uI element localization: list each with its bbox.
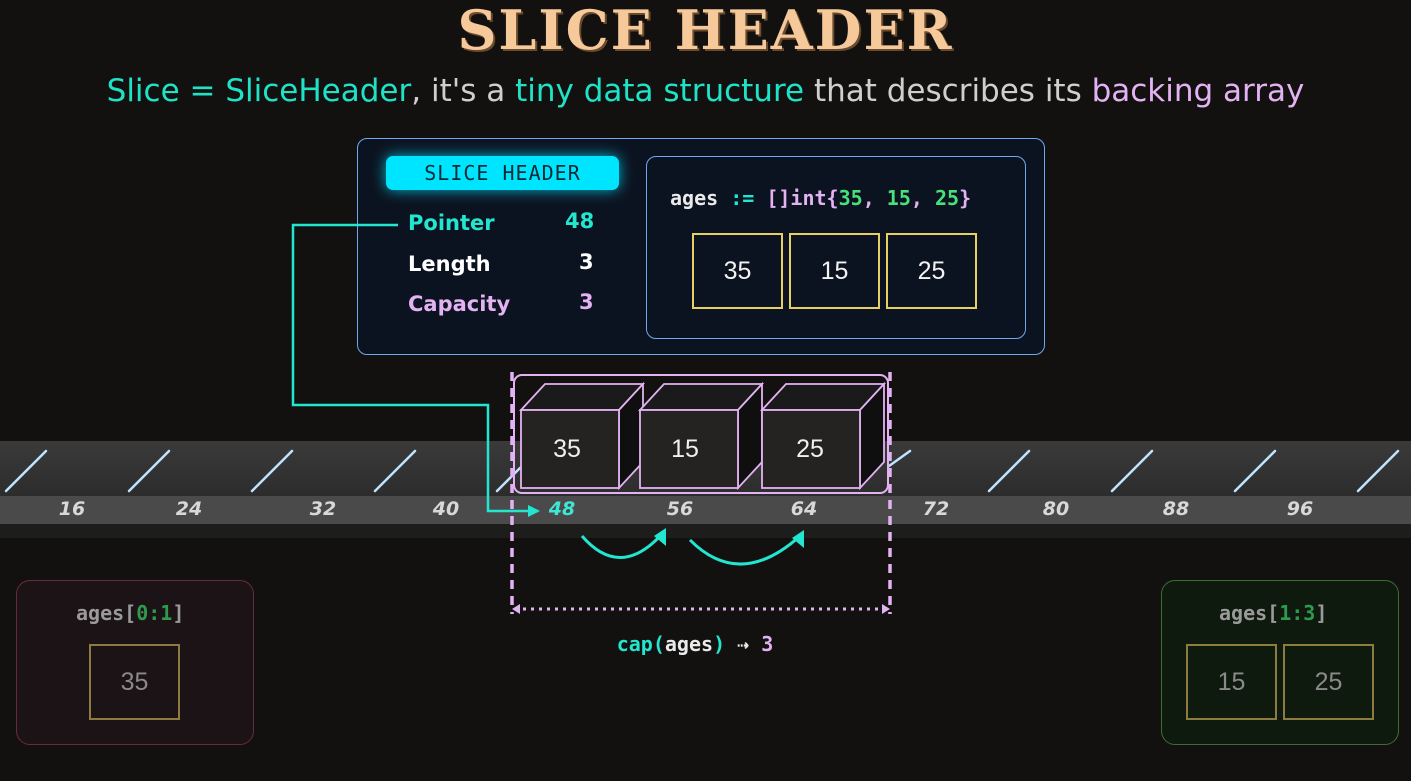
- step-arrow-1: [580, 532, 664, 559]
- subslice-right-open: [: [1267, 601, 1280, 625]
- pointer-value: 48: [565, 209, 595, 233]
- length-label: Length: [408, 252, 491, 276]
- subtitle-backing-array: backing array: [1091, 73, 1305, 109]
- step-arrow-2: [688, 534, 802, 566]
- subtitle-text-1: , it's a: [411, 73, 516, 109]
- memory-address: 56: [666, 498, 694, 520]
- subtitle: Slice = SliceHeader, it's a tiny data st…: [0, 70, 1411, 112]
- subslice-left-range: 0:1: [136, 601, 173, 625]
- subslice-right-title: ages[1:3]: [1219, 601, 1327, 625]
- memory-shadow: [0, 524, 1411, 538]
- memory-address: 96: [1286, 498, 1314, 520]
- memory-address-strip: [0, 496, 1411, 524]
- subslice-right-close: ]: [1315, 601, 1328, 625]
- memory-address: 16: [58, 498, 86, 520]
- subslice-left-name: ages: [76, 601, 125, 625]
- array-cell: 25: [886, 233, 977, 309]
- subslice-card-right: [1161, 580, 1399, 745]
- code-sep-1: ,: [862, 186, 887, 210]
- array-cell: 15: [789, 233, 880, 309]
- subslice-left-title: ages[0:1]: [76, 601, 184, 625]
- cap-fn: cap(: [616, 632, 665, 656]
- slice-header-badge: SLICE HEADER: [386, 156, 619, 190]
- code-value-2: 15: [886, 186, 911, 210]
- cap-arrow: ⇢: [725, 632, 762, 656]
- code-assign-op: :=: [718, 186, 767, 210]
- memory-box-value: 25: [796, 435, 824, 463]
- capacity-arrow-left: [512, 604, 520, 614]
- subslice-right-range: 1:3: [1279, 601, 1316, 625]
- cap-value: 3: [761, 632, 774, 656]
- subslice-card-left: [16, 580, 254, 745]
- slash-mark: [1110, 449, 1154, 493]
- subslice-left-cell: 35: [89, 644, 180, 720]
- code-value-1: 35: [838, 186, 863, 210]
- pointer-arrowhead: [528, 505, 540, 517]
- slash-mark: [373, 449, 417, 493]
- memory-slashes: [4, 449, 1400, 493]
- slash-mark: [250, 449, 294, 493]
- code-declaration: ages := []int{35, 15, 25}: [670, 186, 971, 210]
- memory-address: 80: [1042, 498, 1070, 520]
- subslice-left-close: ]: [172, 601, 185, 625]
- capacity-region: [510, 372, 892, 614]
- page-title: SLICE HEADER: [457, 0, 954, 62]
- memory-address: 40: [432, 498, 460, 520]
- subslice-right-name: ages: [1219, 601, 1268, 625]
- code-type: []int{: [766, 186, 839, 210]
- subtitle-tiny-data-structure: tiny data structure: [515, 73, 805, 109]
- subslice-right-cell: 25: [1283, 644, 1374, 720]
- memory-box-25: [759, 381, 887, 491]
- capacity-value: 3: [579, 290, 594, 314]
- code-sep-2: ,: [910, 186, 935, 210]
- slash-mark: [495, 466, 522, 493]
- memory-box-value: 35: [553, 435, 581, 463]
- code-close: }: [959, 186, 972, 210]
- memory-address: 64: [790, 498, 818, 520]
- memory-address: 88: [1162, 498, 1190, 520]
- backing-array-outline: [513, 374, 889, 494]
- slash-mark: [127, 449, 171, 493]
- capacity-expression: cap(ages) ⇢ 3: [560, 632, 830, 656]
- slash-mark: [4, 449, 48, 493]
- memory-address: 24: [175, 498, 203, 520]
- subtitle-slice-equals: Slice = SliceHeader: [106, 73, 412, 109]
- slash-mark: [887, 449, 912, 468]
- memory-address: 32: [309, 498, 337, 520]
- length-value: 3: [579, 250, 594, 274]
- capacity-arrow-right: [882, 604, 890, 614]
- array-cell: 35: [692, 233, 783, 309]
- subslice-right-cell: 15: [1186, 644, 1277, 720]
- pointer-label: Pointer: [408, 211, 495, 235]
- pointer-connector-line: [291, 223, 538, 513]
- capacity-label: Capacity: [408, 292, 511, 316]
- step-arrow-1-head: [654, 528, 666, 546]
- slash-mark: [987, 449, 1031, 493]
- cap-close: ): [713, 632, 726, 656]
- slash-mark: [1356, 449, 1400, 493]
- slash-mark: [1233, 449, 1277, 493]
- memory-address: 72: [922, 498, 950, 520]
- step-arrow-2-head: [792, 530, 804, 548]
- code-var-name: ages: [670, 186, 719, 210]
- cap-arg: ages: [664, 632, 714, 656]
- code-value-3: 25: [934, 186, 960, 210]
- subtitle-text-2: that describes its: [804, 73, 1092, 109]
- subslice-left-open: [: [124, 601, 137, 625]
- memory-address-highlighted: 48: [548, 498, 576, 520]
- memory-box-value: 15: [671, 435, 699, 463]
- code-panel: [646, 156, 1026, 339]
